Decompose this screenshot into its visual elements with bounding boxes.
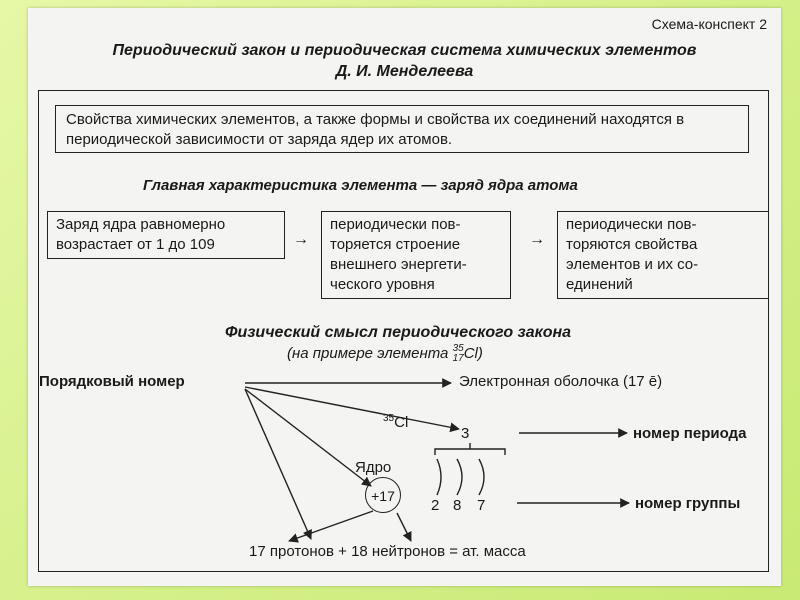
sheet-label: Схема-конспект 2 [651,16,767,32]
atomic-number: 17 [452,353,464,364]
main-characteristic-heading: Главная характеристика элемента — заряд … [143,177,578,194]
chain-box-text: периодически пов- [566,216,697,233]
worksheet: Схема-конспект 2 Периодический закон и п… [28,8,781,586]
mass-equation-text: 17 протонов + 18 нейтронов = ат. масса [249,543,526,560]
nucleus-circle: +17 [365,477,401,513]
period-value: 3 [461,425,470,442]
element-symbol: Cl [463,344,478,362]
chain-box-text: внешнего энергети- [330,256,467,273]
group-number-label: номер группы [635,495,741,512]
chain-box-structure: периодически пов- торяется строение внеш… [321,211,511,299]
chain-box-text: торяются свойства [566,236,698,253]
arrow-nucleus-protons [288,510,374,543]
chain-box-text: периодически пов- [330,216,461,233]
page-title: Периодический закон и периодическая сист… [112,42,697,59]
periodic-law-statement: Свойства химических элементов, а также ф… [55,105,749,153]
arrow-nucleus-neutrons [396,512,412,542]
physical-meaning-heading: Физический смысл периодического закона [225,324,572,341]
page-title-author: Д. И. Менделеева [335,63,474,80]
ordinal-number-label: Порядковый номер [39,373,185,390]
chain-box-text: Заряд ядра равномерно [56,216,226,233]
subtitle-text: ) [477,344,483,362]
isotope-mass: 35 [383,413,395,424]
nucleus-label: Ядро [355,459,392,476]
content-frame: Свойства химических элементов, а также ф… [38,90,769,572]
chain-box-nuclear-charge: Заряд ядра равномерно возрастает от 1 до… [47,211,285,259]
chain-box-text: торяется строение [330,236,461,253]
chain-box-text: единений [566,276,633,293]
electrons-second-level: 8 [453,497,462,514]
chain-arrow: → [293,231,309,248]
isotope-symbol: 35Cl [383,413,408,431]
chain-box-properties: периодически пов- торяются свойства элем… [557,211,769,299]
electrons-first-level: 2 [431,497,440,514]
electron-shell-label: Электронная оболочка (17 ē) [459,373,663,390]
arrow-to-nucleus [244,388,372,487]
mass-equation: 17 протонов + 18 нейтронов = ат. масса [249,543,526,560]
period-bracket [434,448,506,455]
arrow-to-period [244,386,460,433]
chain-box-text: ческого уровня [330,276,435,293]
shell-arcs [436,458,485,496]
subtitle-text: (на примере элемента [287,344,453,362]
chain-box-text: возрастает от 1 до 109 [56,236,215,253]
chain-box-text: элементов и их со- [566,256,699,273]
arrow-to-mass [244,388,312,540]
mass-number: 35 [452,343,464,354]
electrons-outer-level: 7 [477,497,486,514]
period-number-label: номер периода [633,425,747,442]
diagram-arrows [244,378,630,543]
isotope-element: Cl [394,414,409,431]
chain-arrow: → [529,231,545,248]
